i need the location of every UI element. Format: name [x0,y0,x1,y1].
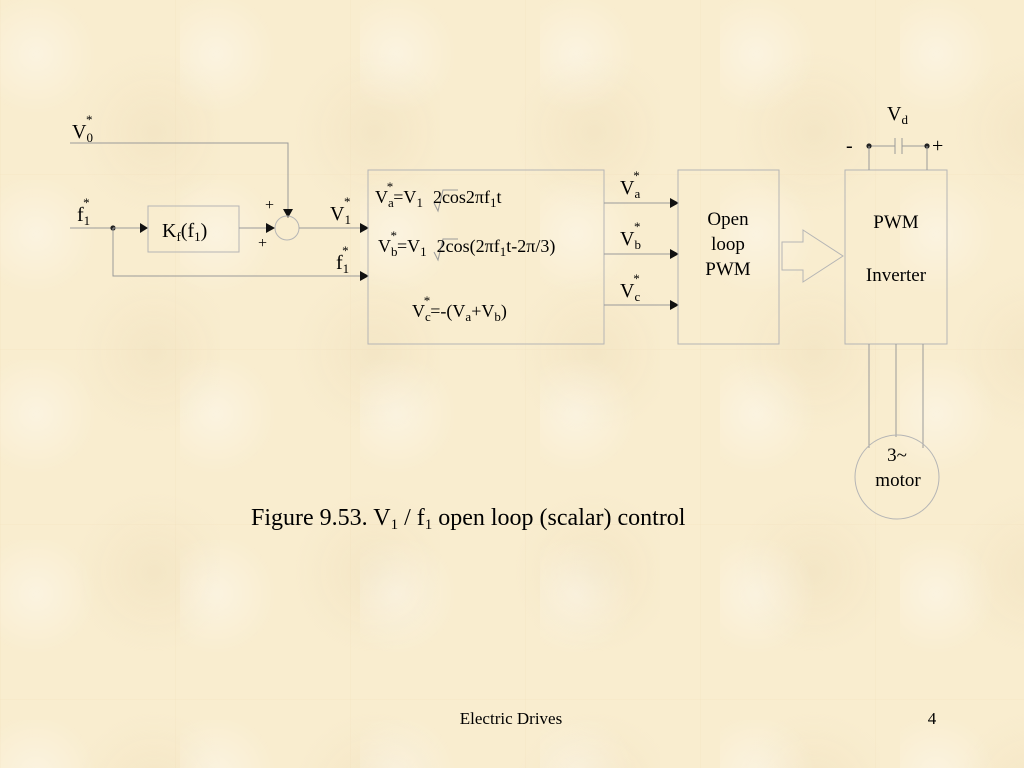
vd-label: Vd [887,103,908,127]
v0-arrowhead [283,209,293,218]
v1-label: V1* [330,194,351,227]
f1-input-label: f1* [77,195,90,228]
va-arrowhead [670,198,679,208]
vb-arrowhead [670,249,679,259]
sqrt-mark-va [433,189,458,213]
pwm-block-line3: PWM [705,259,751,280]
motor-line1: 3~ [887,445,907,466]
v1-arrowhead [360,223,369,233]
pwm-block [677,169,780,345]
inverter-block-line2: Inverter [866,265,927,286]
sqrt-mark-vb [433,238,458,262]
va-output-label: Va* [620,168,640,201]
f1-mid-label: f1* [336,243,349,276]
reference-generator-block [367,169,605,345]
v0-line [70,142,289,210]
sum-plus-bottom: + [258,235,267,252]
motor-line2: motor [875,470,921,491]
footer-title: Electric Drives [460,709,562,728]
page-number: 4 [928,709,937,728]
vd-minus-label: - [846,135,853,157]
vc-output-label: Vc* [620,271,640,304]
figure-caption: Figure 9.53. V1 / f1 open loop (scalar) … [251,505,686,533]
inverter-block [844,169,948,345]
equation-vc: Vc*=-(Va+Vb) [412,293,507,324]
gain-input-arrowhead [140,223,148,233]
vd-plus-label: + [932,135,943,157]
inverter-block-line1: PWM [873,212,919,233]
motor-circle [854,434,940,520]
f1-feedforward-arrowhead [360,271,369,281]
summing-junction [274,215,300,241]
sum-input-arrowhead [266,223,275,233]
sum-plus-top: + [265,197,274,214]
gain-block [147,205,240,253]
vc-arrowhead [670,300,679,310]
pwm-block-line1: Open [707,209,749,230]
gain-block-label: Kf(f1) [162,220,207,244]
vb-output-label: Vb* [620,219,641,252]
gating-signal-arrow [781,229,844,283]
pwm-block-line2: loop [711,234,745,255]
v0-label: V0* [72,112,93,145]
f1-feedforward-line [112,228,360,277]
